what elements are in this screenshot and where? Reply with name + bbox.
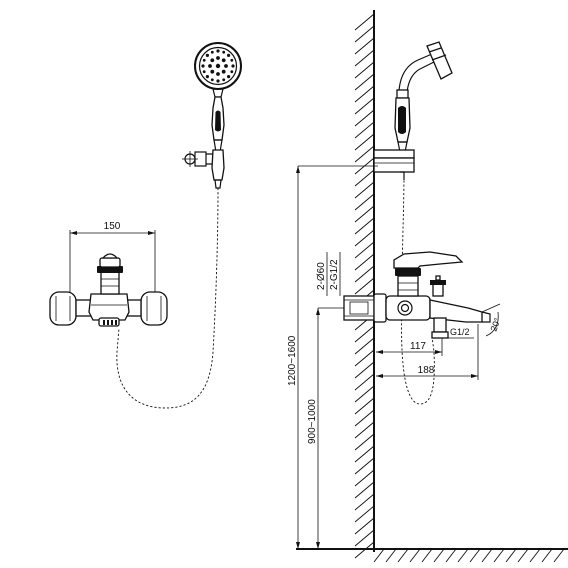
- wall-hatching: [354, 13, 375, 559]
- shower-head-side: [394, 41, 453, 153]
- hatch-line: [354, 49, 375, 67]
- hatch-line: [354, 469, 375, 487]
- hatch-line: [354, 397, 375, 415]
- hatch-line: [409, 548, 421, 563]
- hatch-line: [541, 548, 553, 563]
- hatch-line: [445, 548, 457, 563]
- hatch-line: [517, 548, 529, 563]
- hatch-line: [385, 548, 397, 563]
- hatch-line: [354, 505, 375, 523]
- hatch-line: [354, 277, 375, 295]
- hatch-line: [354, 133, 375, 151]
- hatch-line: [354, 349, 375, 367]
- dim-188: 188: [376, 324, 479, 380]
- thread-dim-label: 2-G1/2: [329, 259, 340, 290]
- hatch-line: [354, 229, 375, 247]
- hatch-line: [354, 61, 375, 79]
- hatch-line: [354, 517, 375, 535]
- shower-holder-front: [182, 149, 225, 189]
- shower-holder-side: [373, 149, 415, 180]
- hatch-line: [354, 37, 375, 55]
- hatch-line: [354, 241, 375, 259]
- hatch-line: [354, 85, 375, 103]
- hose-front: [116, 187, 219, 409]
- hatch-line: [354, 421, 375, 439]
- outlet-thread-label: G1/2: [450, 327, 470, 337]
- outlet-thread-callout: G1/2: [448, 327, 474, 339]
- hatch-line: [457, 548, 469, 563]
- hatch-line: [354, 481, 375, 499]
- hatch-line: [354, 265, 375, 283]
- hatch-line: [397, 548, 409, 563]
- hole-dim-label: 2-Ø60: [316, 262, 327, 290]
- mixer-front: [49, 253, 168, 327]
- floor-hatching: [373, 548, 565, 563]
- side-view: 1200~1600 900~1000 2-Ø60 2-G1/2 117: [287, 10, 568, 563]
- hatch-line: [354, 109, 375, 127]
- mixer-side: [343, 251, 491, 339]
- hatch-line: [354, 445, 375, 463]
- hatch-line: [354, 361, 375, 379]
- dim-1200-1600: 1200~1600: [287, 165, 378, 549]
- hatch-line: [354, 325, 375, 343]
- dim-900-1000: 900~1000: [307, 307, 344, 549]
- shower-handle-front: [211, 88, 225, 153]
- dim-117-label: 117: [410, 341, 426, 352]
- hatch-line: [354, 373, 375, 391]
- hatch-line: [354, 25, 375, 43]
- hatch-line: [354, 97, 375, 115]
- hatch-line: [354, 169, 375, 187]
- hatch-line: [481, 548, 493, 563]
- front-view: 150: [49, 42, 242, 409]
- dim-1200-1600-label: 1200~1600: [287, 335, 298, 386]
- hatch-line: [354, 253, 375, 271]
- shower-head-front: [194, 42, 242, 90]
- thread-labels: 2-Ø60 2-G1/2: [316, 252, 341, 296]
- floor: [296, 548, 568, 563]
- hatch-line: [354, 73, 375, 91]
- hatch-line: [354, 205, 375, 223]
- hatch-line: [354, 433, 375, 451]
- hatch-line: [354, 13, 375, 31]
- angle-callout: 20°: [481, 303, 503, 337]
- angle-label: 20°: [488, 316, 502, 333]
- hatch-line: [493, 548, 505, 563]
- hose-side: [400, 171, 435, 405]
- dim-150-label: 150: [104, 221, 121, 232]
- hatch-line: [354, 409, 375, 427]
- hatch-line: [354, 493, 375, 511]
- hatch-line: [433, 548, 445, 563]
- dim-150: 150: [69, 221, 156, 292]
- hatch-line: [553, 548, 565, 563]
- hatch-line: [354, 457, 375, 475]
- hatch-line: [354, 529, 375, 547]
- hatch-line: [354, 193, 375, 211]
- hatch-line: [354, 217, 375, 235]
- hatch-line: [354, 121, 375, 139]
- dim-117: 117: [376, 338, 443, 356]
- hatch-line: [354, 385, 375, 403]
- hatch-line: [354, 337, 375, 355]
- dim-188-label: 188: [418, 365, 435, 376]
- hatch-line: [421, 548, 433, 563]
- hatch-line: [469, 548, 481, 563]
- hatch-line: [354, 181, 375, 199]
- hatch-line: [373, 548, 385, 563]
- hatch-line: [529, 548, 541, 563]
- dim-900-1000-label: 900~1000: [307, 399, 318, 444]
- hatch-line: [354, 145, 375, 163]
- hatch-line: [505, 548, 517, 563]
- wall: [354, 10, 375, 559]
